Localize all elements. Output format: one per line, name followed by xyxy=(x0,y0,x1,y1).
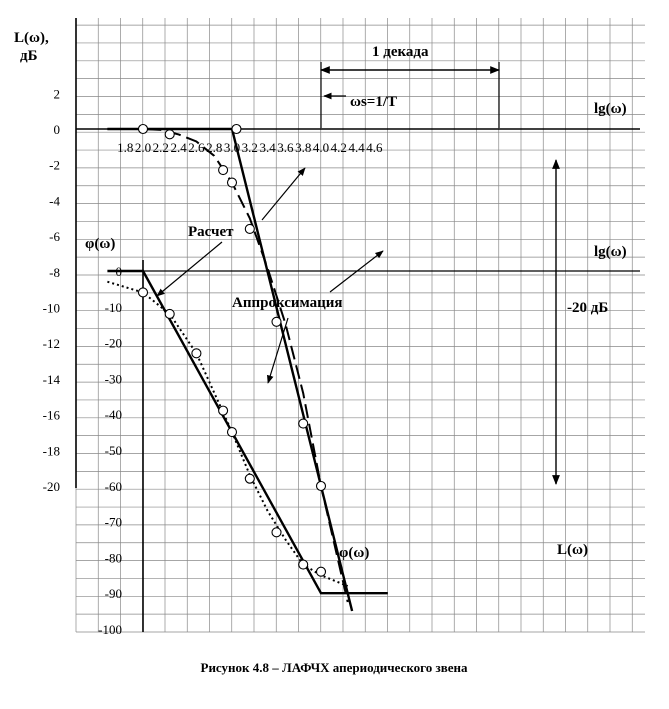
y-axis-magnitude-label-line2: дБ xyxy=(20,48,38,64)
x-tick-label: 2.6 xyxy=(188,140,205,155)
magnitude-markers-point xyxy=(137,123,149,135)
magnitude-markers-point xyxy=(244,223,255,235)
chart-axes xyxy=(75,18,640,632)
x-tick-label: 3.6 xyxy=(277,140,294,155)
y-tick-label-magnitude: -4 xyxy=(49,193,60,208)
calc-leader-line xyxy=(156,241,223,297)
x-tick-label: 4.6 xyxy=(366,140,383,155)
approx-leader-line xyxy=(267,317,289,384)
x-tick-label: 3.8 xyxy=(295,140,311,155)
x-axis-label: lg(ω) xyxy=(594,101,627,117)
magnitude-markers-point xyxy=(271,316,282,327)
y-tick-label-phase: -70 xyxy=(105,515,122,530)
y-tick-label-magnitude: -2 xyxy=(49,158,60,173)
magnitude-markers-point xyxy=(164,129,175,140)
magnitude-asymptote-line xyxy=(107,127,354,612)
y-tick-label-magnitude: -14 xyxy=(43,372,61,387)
y-tick-label-magnitude: 2 xyxy=(54,86,61,101)
y-tick-label-magnitude: -6 xyxy=(49,229,60,244)
x-tick-label: 3.2 xyxy=(242,140,258,155)
magnitude-markers-point xyxy=(218,165,229,176)
x-tick-label: 1.8 xyxy=(117,140,133,155)
y-axis-magnitude-label-line1: L(ω), xyxy=(14,30,49,46)
calc-leader-line xyxy=(261,167,306,221)
magnitude-markers-point xyxy=(315,480,327,492)
chart-grid xyxy=(75,18,645,633)
y-tick-label-phase: -100 xyxy=(98,622,122,637)
chart-series xyxy=(107,123,388,612)
x-axis-label-lower: lg(ω) xyxy=(594,244,627,260)
x-tick-label: 4.0 xyxy=(313,140,329,155)
phase-markers-point xyxy=(226,427,238,438)
phase-calculated-line xyxy=(107,280,349,587)
y-tick-label-phase: -80 xyxy=(105,550,122,565)
x-tick-label: 2.8 xyxy=(206,140,222,155)
y-tick-label-phase: 0 xyxy=(116,264,123,279)
decade-label: 1 декада xyxy=(372,44,429,60)
y-tick-label-phase: -20 xyxy=(105,336,122,351)
y-tick-label-phase: -90 xyxy=(105,586,122,601)
magnitude-curve-label: L(ω) xyxy=(557,542,588,558)
slope-label: -20 дБ xyxy=(567,300,608,316)
y-tick-label-magnitude: -16 xyxy=(43,408,61,423)
y-tick-label-phase: -60 xyxy=(105,479,122,494)
phase-markers-point xyxy=(218,405,229,416)
phase-curve-label: φ(ω) xyxy=(339,545,369,561)
x-tick-label: 2.0 xyxy=(135,140,151,155)
phase-markers-point xyxy=(164,308,175,320)
phase-markers-point xyxy=(298,559,309,570)
phase-markers-point xyxy=(271,527,282,538)
magnitude-markers-point xyxy=(231,123,242,135)
magnitude-markers-point xyxy=(226,177,238,188)
x-tick-label: 3.0 xyxy=(224,140,240,155)
y-tick-label-magnitude: -12 xyxy=(43,336,60,351)
calc-label: Расчет xyxy=(188,224,234,240)
y-tick-label-magnitude: -18 xyxy=(43,443,60,458)
corner-frequency-label: ωs=1/T xyxy=(350,94,397,110)
y-tick-label-phase: -40 xyxy=(105,407,122,422)
x-tick-label: 2.4 xyxy=(170,140,187,155)
phase-markers-point xyxy=(244,473,255,484)
y-tick-label-magnitude: -20 xyxy=(43,479,60,494)
x-tick-label: 4.2 xyxy=(331,140,347,155)
x-tick-label: 2.2 xyxy=(153,140,169,155)
y-tick-label-magnitude: -10 xyxy=(43,301,60,316)
y-tick-label-phase: -10 xyxy=(105,300,122,315)
phase-markers-point xyxy=(137,287,149,298)
y-tick-label-phase: -50 xyxy=(105,443,122,458)
y-tick-label-magnitude: -8 xyxy=(49,265,60,280)
approx-leader-line xyxy=(329,250,384,293)
figure-caption: Рисунок 4.8 – ЛАФЧХ апериодического звен… xyxy=(201,660,468,675)
approx-label: Аппроксимация xyxy=(232,295,343,311)
y-tick-label-phase: -30 xyxy=(105,371,122,386)
phase-markers-point xyxy=(191,348,202,359)
magnitude-markers-point xyxy=(298,418,309,429)
phase-markers-point xyxy=(315,566,327,577)
y-tick-label-magnitude: 0 xyxy=(54,122,61,137)
x-tick-label: 4.4 xyxy=(348,140,365,155)
y-axis-phase-label: φ(ω) xyxy=(85,236,115,252)
x-tick-label: 3.4 xyxy=(259,140,276,155)
